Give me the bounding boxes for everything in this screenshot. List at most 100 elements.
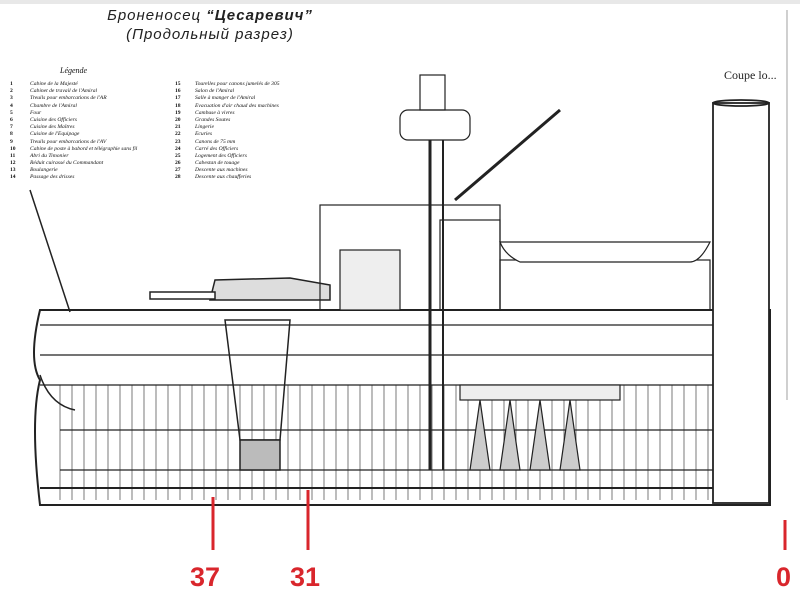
legend-text: Four: [30, 109, 42, 116]
legend-number: 15: [175, 81, 181, 87]
legend-number: 19: [175, 109, 181, 116]
legend-text: Réduit cuirassé du Commandant: [30, 160, 104, 167]
legend-number: 1: [10, 81, 13, 87]
legend-text: Descente aux machines: [195, 167, 248, 174]
legend-text: Treuils pour embarcations de l'AV: [30, 138, 107, 145]
legend-number: 21: [175, 124, 181, 131]
legend-item: 16 Salon de l'Amiral: [175, 88, 330, 95]
engines: [459, 384, 621, 471]
legend-left-column: 1 Cabine de la Majesté 2 Cabinet de travail…: [10, 81, 165, 182]
legend-item: 25 Logement des Officiers: [175, 153, 330, 160]
legend-number: 5: [10, 109, 13, 116]
frame-marker-37: 37: [190, 562, 221, 592]
legend-text: Cuisine des Officiers: [30, 116, 77, 123]
decks: [40, 324, 770, 489]
legend-number: 2: [10, 88, 13, 95]
legend-text: Salle à manger de l'Amiral: [195, 95, 256, 102]
legend-number: 18: [175, 102, 181, 109]
legend-item: 14 Passage des drisses: [10, 174, 165, 181]
legend-item: 24 Carré des Officiers: [175, 146, 330, 153]
legend-text: Cabine de la Majesté: [30, 81, 78, 87]
legend-item: 10 Cabine de poste à babord et télégraphi…: [10, 146, 165, 153]
legend-heading: Légende: [60, 66, 88, 75]
ship-name: “Цесаревич”: [206, 7, 313, 24]
legend-text: Tourelles pour canons jumelés de 305: [195, 81, 280, 87]
legend-text: Abri du Timonier: [30, 152, 69, 159]
legend-text: Boulangerie: [30, 167, 58, 174]
legend-item: 27 Descente aux machines: [175, 167, 330, 174]
forward-turret: [149, 277, 331, 471]
boat-crane: [454, 108, 561, 202]
fighting-top: [399, 109, 471, 141]
boat: [499, 241, 711, 263]
legend-number: 23: [175, 138, 181, 145]
legend-item: 2 Cabinet de travail de l'Amiral: [10, 88, 165, 95]
legend-text: Logement des Officiers: [195, 152, 247, 159]
legend-number: 13: [10, 167, 16, 174]
funnel: [712, 99, 770, 504]
coupe-label: Coupe lo...: [724, 68, 777, 82]
legend-item: 13 Boulangerie: [10, 167, 165, 174]
legend-number: 22: [175, 131, 181, 138]
legend-number: 6: [10, 116, 13, 123]
legend-item: 7 Cuisine des Maîtres: [10, 124, 165, 131]
legend-number: 14: [10, 174, 16, 181]
legend-item: 11 Abri du Timonier: [10, 153, 165, 160]
legend-item: 22 Écuries: [175, 131, 330, 138]
legend-number: 4: [10, 102, 13, 109]
legend-item: 17 Salle à manger de l'Amiral: [175, 95, 330, 102]
legend-number: 16: [175, 88, 181, 95]
legend-text: Chambre de l'Amiral: [30, 102, 77, 109]
legend-item: 18 Évacuation d'air chaud des machines: [175, 103, 330, 110]
legend-number: 24: [175, 145, 181, 152]
legend-item: 23 Canons de 75 mm: [175, 139, 330, 146]
legend-text: Treuils pour embarcations de l'AR: [30, 95, 107, 102]
legend-number: 11: [10, 152, 16, 159]
legend-number: 8: [10, 131, 13, 138]
legend-item: 9 Treuils pour embarcations de l'AV: [10, 139, 165, 146]
legend-number: 9: [10, 138, 13, 145]
legend-number: 25: [175, 152, 181, 159]
legend-number: 7: [10, 124, 13, 131]
legend-text: Cabinet de travail de l'Amiral: [30, 88, 98, 95]
hull-outline: [33, 309, 771, 506]
legend-text: Cuisine des Maîtres: [30, 124, 75, 131]
legend-number: 20: [175, 116, 181, 123]
legend-item: 20 Grandes Soutes: [175, 117, 330, 124]
legend-text: Cambuse à vivres: [195, 109, 235, 116]
stay-line: [29, 189, 71, 313]
legend-text: Salon de l'Amiral: [195, 88, 235, 95]
title-prefix: Броненосец: [107, 7, 207, 24]
frame-marker-lines: [211, 490, 787, 550]
frame-lines: [59, 385, 769, 500]
legend-item: 6 Cuisine des Officiers: [10, 117, 165, 124]
legend-item: 5 Four: [10, 110, 165, 117]
legend-item: 1 Cabine de la Majesté: [10, 81, 165, 88]
legend-text: Grandes Soutes: [195, 116, 231, 123]
legend-text: Cabine de poste à babord et télégraphie …: [30, 145, 138, 152]
frame-marker-31: 31: [290, 562, 321, 592]
superstructure: [319, 74, 711, 470]
legend-number: 17: [175, 95, 181, 102]
legend-text: Passage des drisses: [30, 174, 75, 181]
legend-item: 28 Descente aux chaufferies: [175, 174, 330, 181]
title-subtitle: (Продольный разрез): [126, 26, 294, 43]
frame-marker-0: 0: [776, 562, 792, 592]
legend-number: 10: [10, 145, 16, 152]
legend-text: Descente aux chaufferies: [195, 174, 252, 181]
legend-number: 27: [175, 167, 181, 174]
legend-text: Écuries: [195, 131, 213, 138]
legend-text: Évacuation d'air chaud des machines: [195, 102, 279, 109]
legend-item: 12 Réduit cuirassé du Commandant: [10, 160, 165, 167]
legend-text: Canons de 75 mm: [195, 138, 236, 145]
legend-number: 28: [175, 174, 181, 181]
legend-text: Carré des Officiers: [195, 145, 239, 152]
legend-number: 12: [10, 160, 16, 167]
legend-item: 19 Cambuse à vivres: [175, 110, 330, 117]
